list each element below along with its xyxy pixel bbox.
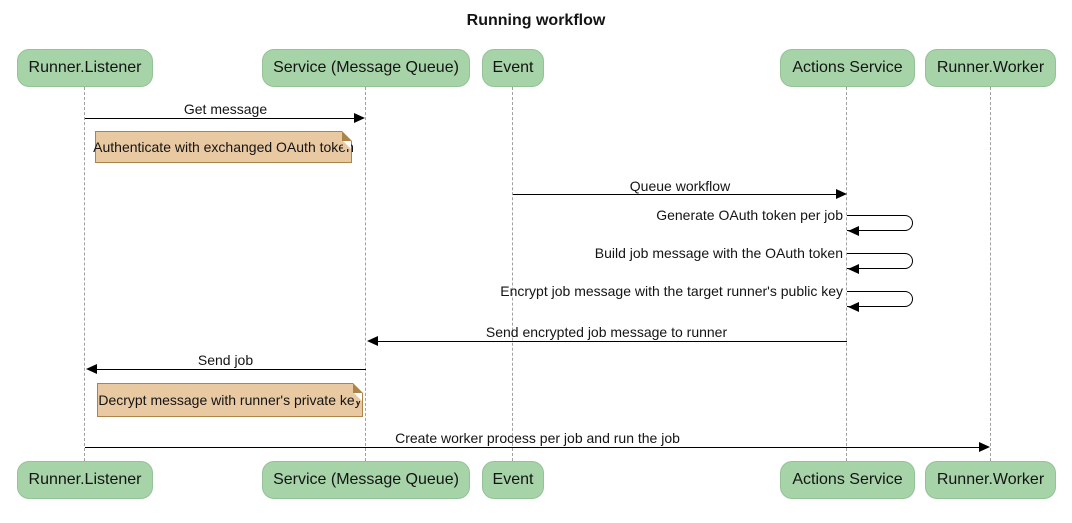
lifeline-runner-worker bbox=[990, 87, 991, 461]
lifeline-runner-listener bbox=[84, 87, 85, 461]
arrowhead-left-icon bbox=[848, 264, 859, 274]
message-label-send-job: Send job bbox=[197, 352, 254, 368]
arrowhead-right-icon bbox=[979, 442, 990, 452]
message-line-create-worker bbox=[85, 447, 979, 448]
arrowhead-left-icon bbox=[848, 302, 859, 312]
participant-top-runner-worker: Runner.Worker bbox=[925, 49, 1056, 87]
note-fold-icon bbox=[353, 383, 363, 401]
arrowhead-right-icon bbox=[836, 189, 847, 199]
arrowhead-right-icon bbox=[354, 113, 365, 123]
note-decrypt: Decrypt message with runner's private ke… bbox=[97, 383, 363, 417]
message-label-create-worker: Create worker process per job and run th… bbox=[395, 430, 680, 446]
arrowhead-left-icon bbox=[367, 336, 378, 346]
message-label-encrypt-job-message: Encrypt job message with the target runn… bbox=[500, 283, 843, 299]
message-label-get-message: Get message bbox=[183, 101, 268, 117]
message-label-queue-workflow: Queue workflow bbox=[629, 178, 731, 194]
arrowhead-left-icon bbox=[848, 226, 859, 236]
message-label-build-job-message: Build job message with the OAuth token bbox=[594, 245, 843, 261]
message-label-send-encrypted: Send encrypted job message to runner bbox=[485, 324, 728, 340]
message-line-send-encrypted bbox=[378, 341, 847, 342]
lifeline-service-message-queue bbox=[365, 87, 366, 461]
diagram-title: Running workflow bbox=[466, 12, 606, 29]
self-loop-line bbox=[847, 253, 913, 269]
participant-top-actions-service: Actions Service bbox=[780, 49, 915, 87]
note-fold-icon bbox=[342, 131, 352, 149]
participant-bottom-runner-worker: Runner.Worker bbox=[925, 461, 1056, 499]
note-text: Decrypt message with runner's private ke… bbox=[98, 392, 362, 408]
participant-top-event: Event bbox=[482, 49, 544, 87]
participant-bottom-runner-listener: Runner.Listener bbox=[17, 461, 153, 499]
participant-bottom-service-message-queue: Service (Message Queue) bbox=[262, 461, 470, 499]
message-line-send-job bbox=[97, 369, 366, 370]
message-label-generate-oauth-token: Generate OAuth token per job bbox=[656, 207, 843, 223]
participant-top-service-message-queue: Service (Message Queue) bbox=[262, 49, 470, 87]
arrowhead-left-icon bbox=[86, 364, 97, 374]
message-line-queue-workflow bbox=[513, 194, 836, 195]
self-loop-line bbox=[847, 215, 913, 231]
lifeline-event bbox=[512, 87, 513, 461]
participant-bottom-event: Event bbox=[482, 461, 544, 499]
self-loop-line bbox=[847, 291, 913, 307]
note-text: Authenticate with exchanged OAuth token bbox=[93, 139, 354, 155]
lifeline-actions-service bbox=[846, 87, 847, 461]
participant-top-runner-listener: Runner.Listener bbox=[17, 49, 153, 87]
note-authenticate: Authenticate with exchanged OAuth token bbox=[93, 131, 354, 163]
participant-bottom-actions-service: Actions Service bbox=[780, 461, 915, 499]
message-line-get-message bbox=[85, 118, 354, 119]
